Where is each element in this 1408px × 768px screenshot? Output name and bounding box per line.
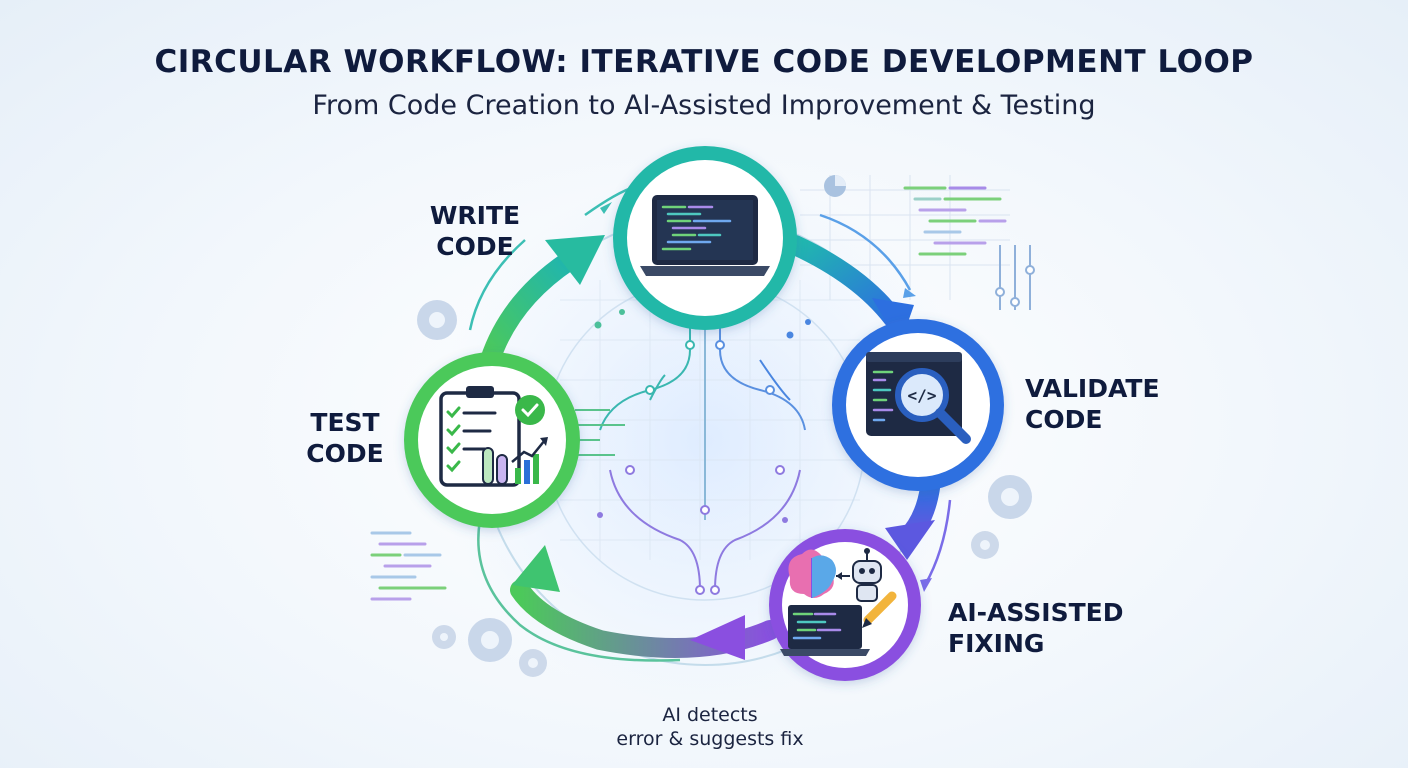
gear-icon: [468, 618, 512, 662]
ai-robot-brain-icon: [780, 548, 897, 656]
gear-icon: [988, 475, 1032, 519]
code-magnifier-icon: </>: [866, 352, 971, 444]
gear-icon: [417, 300, 457, 340]
stage-label-ai-assisted-fixing: AI-ASSISTED FIXING: [948, 597, 1123, 659]
stage-label-test-code: TEST CODE: [290, 407, 400, 469]
circuit-traces: [575, 300, 806, 591]
stage-label-line: WRITE: [429, 201, 521, 230]
annotation-line: error & suggests fix: [616, 728, 804, 750]
arrow-test-loop-return: [512, 545, 560, 592]
gear-icon: [971, 531, 999, 559]
arrow-validate-to-ai: [885, 478, 940, 560]
stage-label-line: AI-ASSISTED: [948, 598, 1124, 627]
code-lines-decoration: [370, 531, 447, 601]
stage-label-line: TEST: [310, 408, 380, 437]
stage-label-line: CODE: [436, 232, 514, 261]
arrow-ai-to-test: [510, 580, 780, 660]
stage-label-line: FIXING: [948, 629, 1045, 658]
code-lines-decoration: [903, 186, 1007, 256]
test-clipboard-icon: [439, 386, 548, 487]
diagram-title: CIRCULAR WORKFLOW: ITERATIVE CODE DEVELO…: [154, 44, 1254, 80]
annotation-line: AI detects: [662, 704, 758, 726]
pie-chart-icon: [824, 175, 846, 197]
circuit-nodes: [625, 340, 785, 595]
gear-icon: [432, 625, 456, 649]
ai-annotation-note: AI detects error & suggests fix: [560, 703, 860, 751]
gear-icon: [519, 649, 547, 677]
stage-label-line: VALIDATE: [1025, 374, 1160, 403]
diagram-subtitle: From Code Creation to AI-Assisted Improv…: [312, 90, 1096, 121]
stage-label-line: CODE: [1025, 405, 1103, 434]
svg-text:</>: </>: [908, 386, 937, 405]
decorative-dots: [594, 309, 811, 523]
stage-label-line: CODE: [306, 439, 384, 468]
laptop-code-icon: [640, 195, 770, 276]
grid-panel-top-right: [800, 175, 1010, 300]
slider-controls-icon: [995, 245, 1035, 310]
stage-label-validate-code: VALIDATE CODE: [1025, 373, 1160, 435]
arrow-test-to-write: [480, 235, 605, 370]
stage-label-write-code: WRITE CODE: [410, 200, 540, 262]
